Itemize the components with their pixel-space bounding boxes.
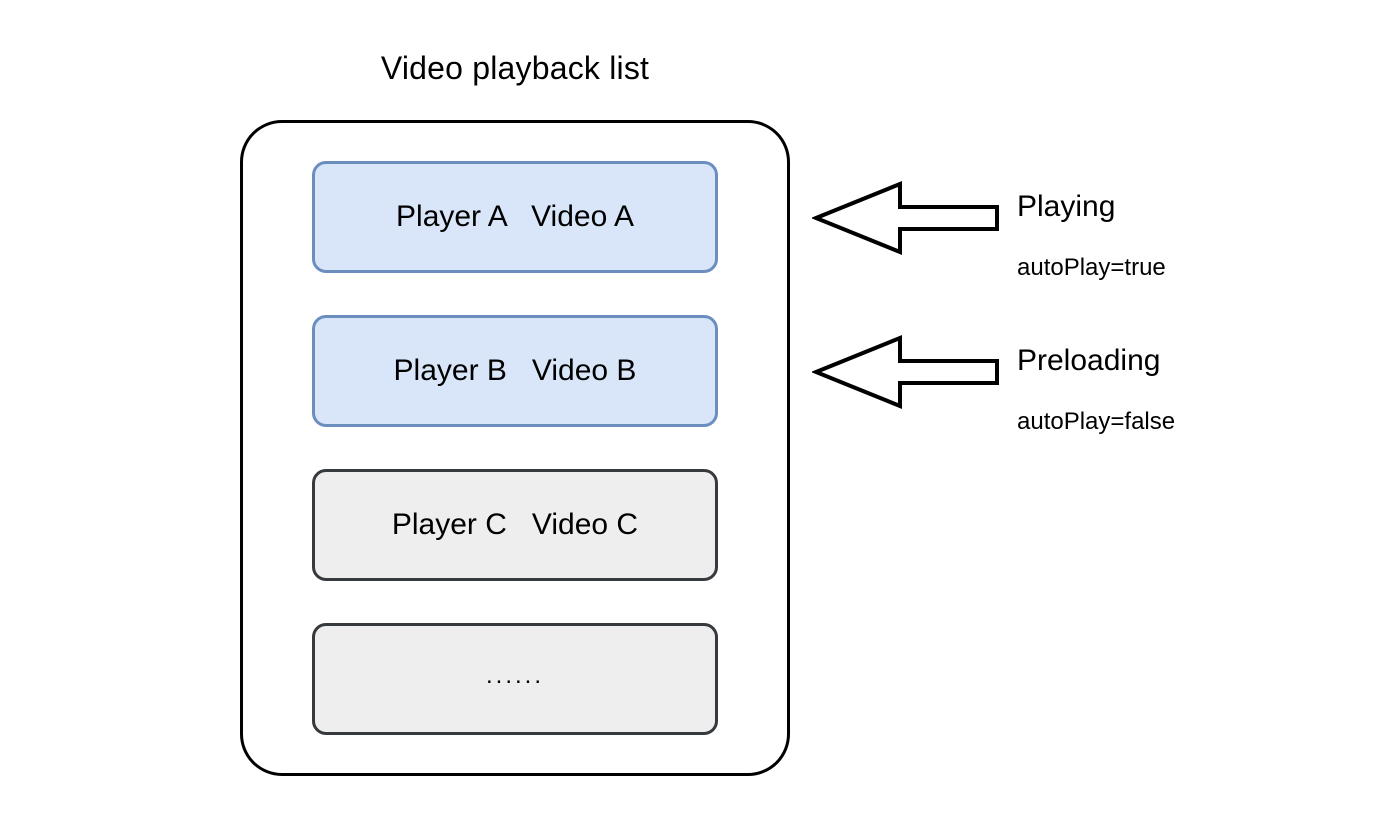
left-block-arrow-icon-playing [812, 181, 999, 255]
player-item-b-label: Player B Video B [393, 354, 637, 387]
left-block-arrow-icon-preloading [812, 335, 999, 409]
annotation-playing-title: Playing [1017, 190, 1116, 223]
annotation-playing-subtitle: autoPlay=true [1017, 254, 1166, 281]
annotation-preloading-subtitle: autoPlay=false [1017, 408, 1176, 435]
ellipsis-icon: ...... [485, 662, 544, 689]
annotation-playing: Playing autoPlay=true [1017, 188, 1166, 284]
player-item-c[interactable]: Player C Video C [312, 469, 718, 581]
player-item-more[interactable]: ...... [312, 623, 718, 735]
player-item-a[interactable]: Player A Video A [312, 161, 718, 273]
player-item-c-label: Player C Video C [391, 508, 639, 541]
player-item-a-label: Player A Video A [396, 200, 634, 233]
diagram-title: Video playback list [380, 50, 650, 86]
annotation-preloading-title: Preloading [1017, 344, 1161, 377]
annotation-preloading: Preloading autoPlay=false [1017, 342, 1175, 438]
player-item-b[interactable]: Player B Video B [312, 315, 718, 427]
